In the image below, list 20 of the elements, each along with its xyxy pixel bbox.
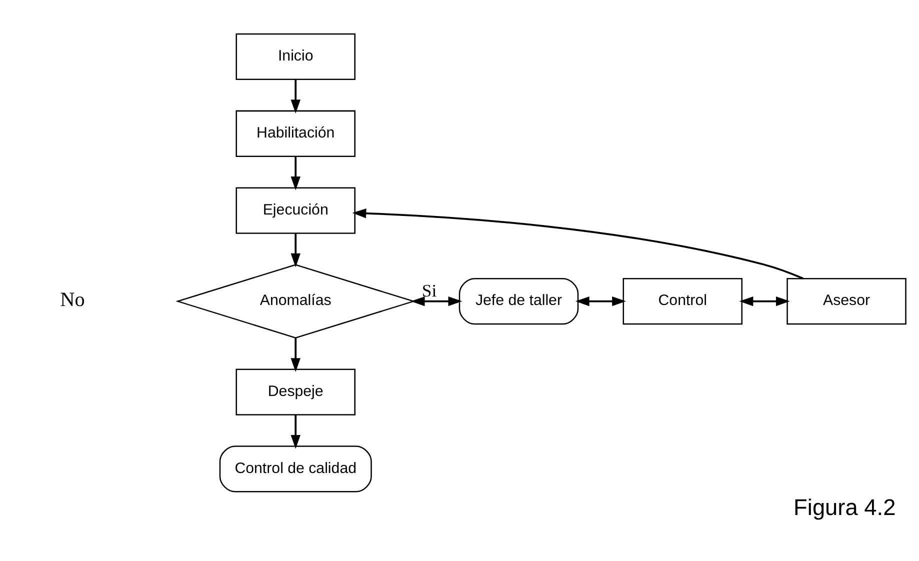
node-box: Ejecución — [236, 187, 356, 234]
node-box: Inicio — [236, 33, 356, 80]
arrow — [290, 338, 300, 372]
arrow — [575, 296, 626, 306]
caption: Figura 4.2 — [794, 494, 896, 520]
arrow — [290, 234, 300, 268]
node-box: Asesor — [786, 278, 906, 325]
node-box: Jefe de taller — [458, 278, 579, 325]
node-box: Despeje — [236, 368, 356, 416]
node-box: Control — [622, 278, 743, 325]
arrow — [290, 414, 300, 449]
arrow — [739, 296, 790, 306]
label: No — [60, 289, 85, 312]
arrow — [290, 80, 300, 114]
arrow — [410, 296, 462, 306]
node-box: Control de calidad — [219, 446, 372, 492]
edge-label: Si — [422, 280, 437, 301]
node-box: Habilitación — [236, 110, 356, 157]
arrow — [352, 208, 804, 280]
arrow — [290, 156, 300, 190]
